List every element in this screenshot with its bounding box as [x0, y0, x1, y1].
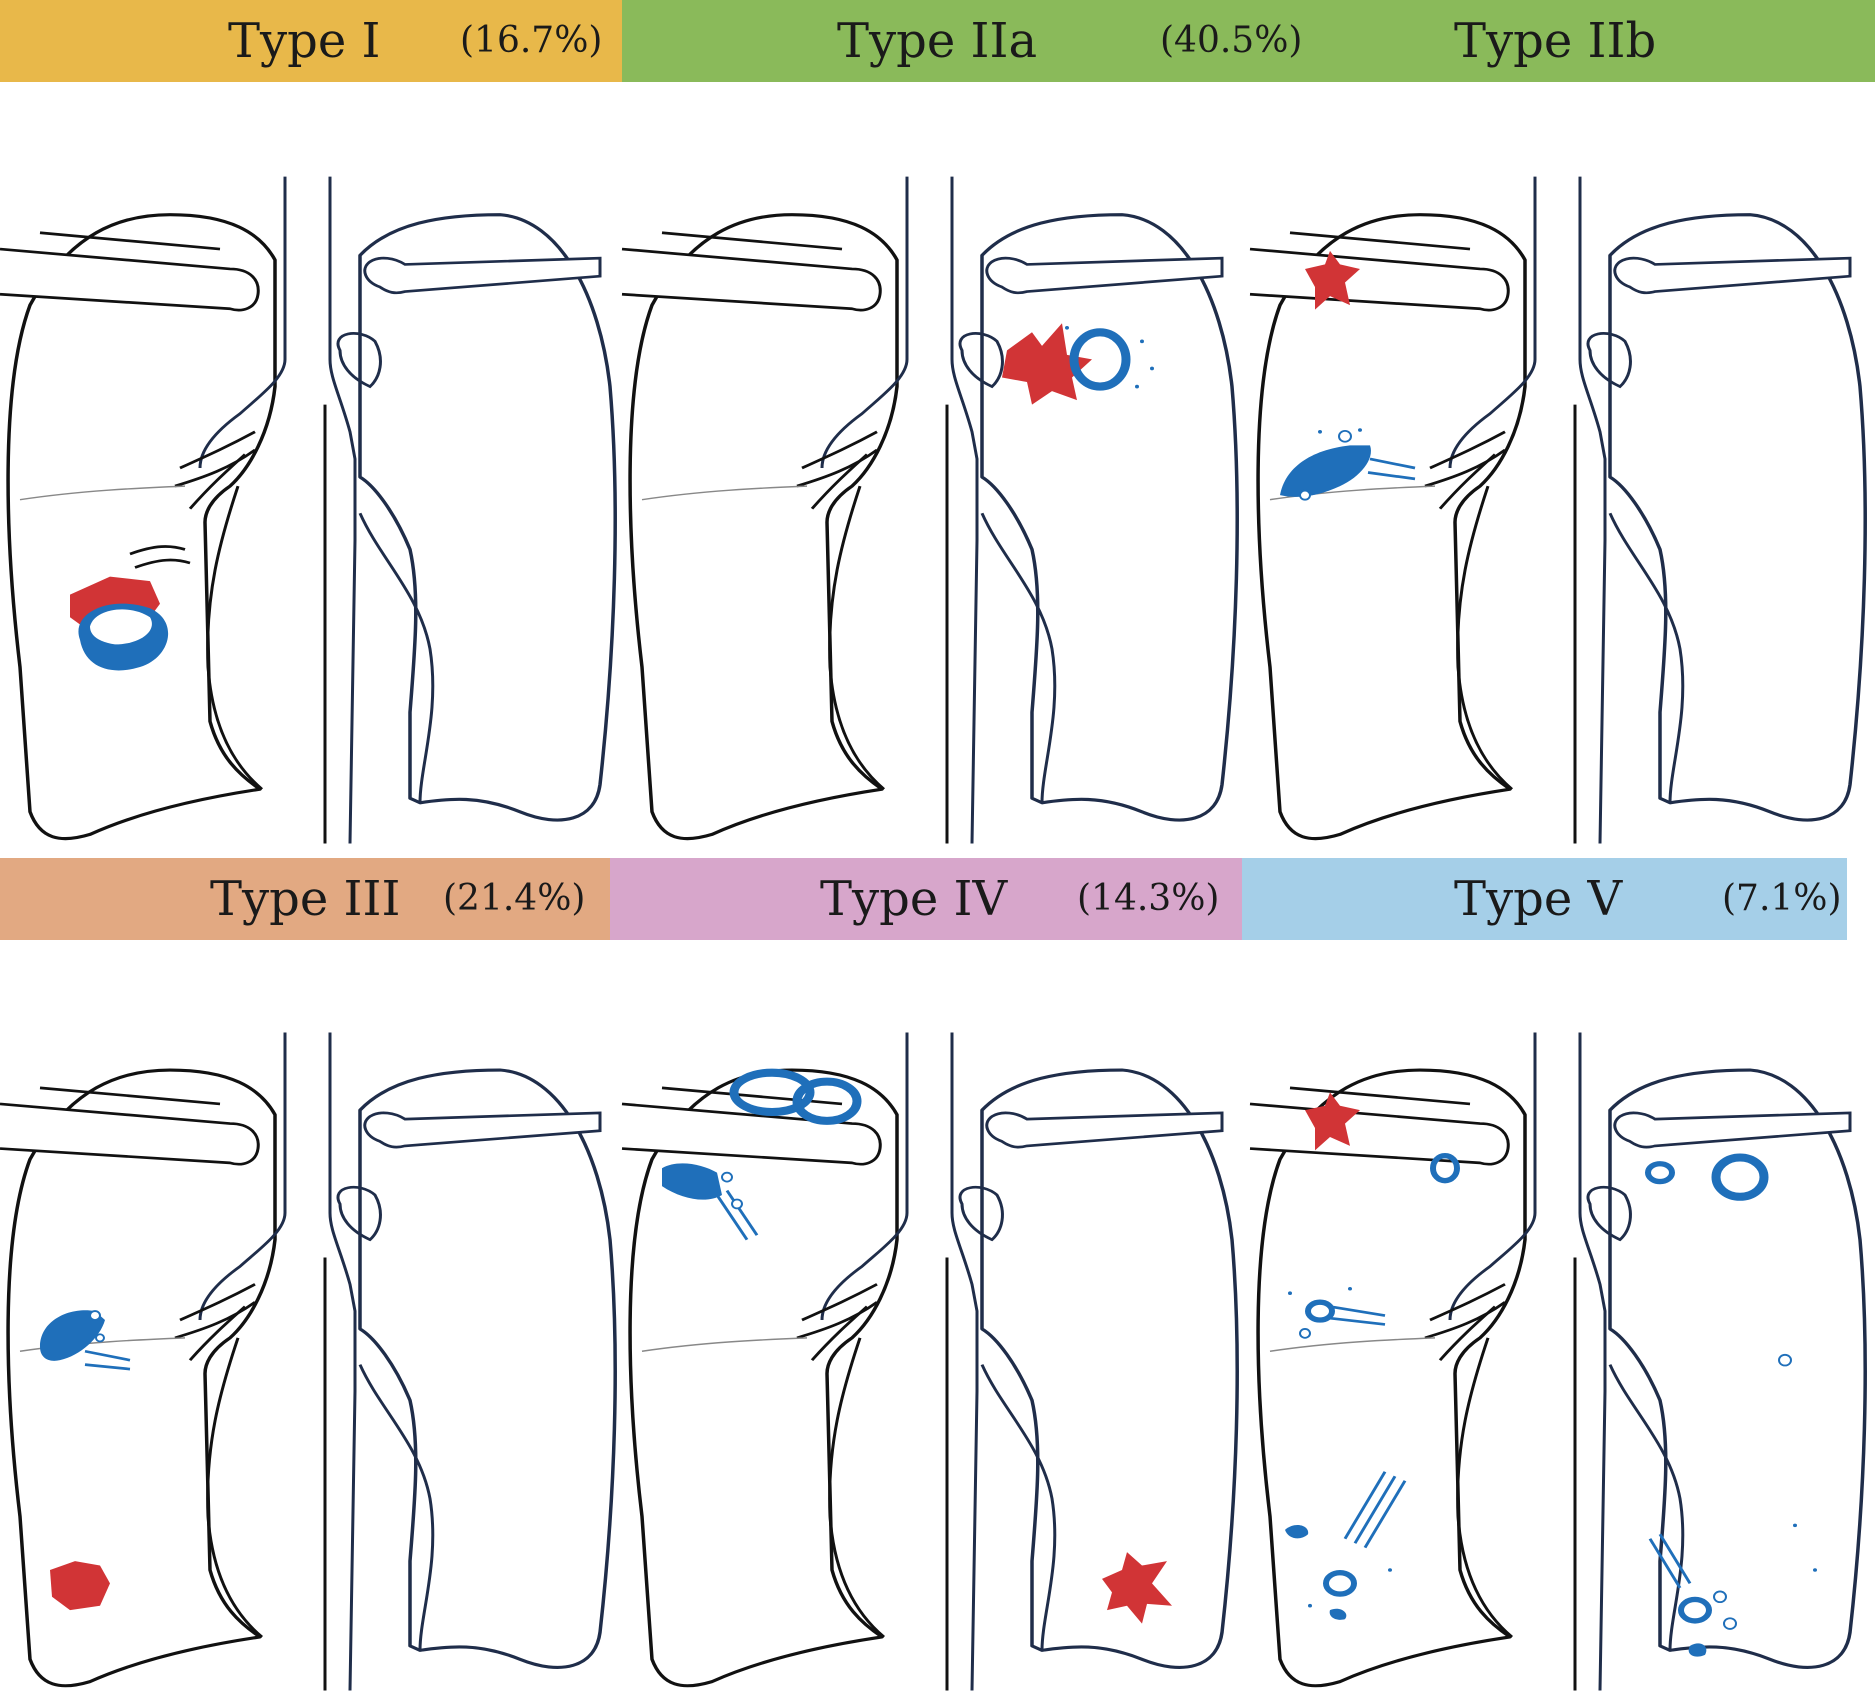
lung-diagram-type-iii — [0, 1030, 617, 1693]
tree-in-bud-lesion — [1648, 1353, 1817, 1657]
spiculated-nodule — [1305, 1092, 1360, 1151]
type-label: Type IIb — [1454, 13, 1657, 69]
type-label: Type IIa — [837, 13, 1038, 69]
type-label: Type V — [1454, 871, 1623, 927]
bronchiectasis-lesion — [40, 1310, 131, 1371]
type-percentage: (21.4%) — [443, 878, 586, 919]
lung-diagram-type-v — [1248, 1030, 1867, 1693]
type-label: Type III — [210, 871, 401, 927]
header-type-i: Type I (16.7%) — [0, 0, 622, 82]
lung-diagram-type-iib — [1248, 174, 1867, 846]
header-type-iv: Type IV (14.3%) — [610, 858, 1242, 940]
small-cavity — [1645, 1161, 1675, 1185]
type-percentage: (14.3%) — [1077, 878, 1220, 919]
type-label: Type IV — [820, 871, 1008, 927]
small-cavity — [1430, 1153, 1460, 1184]
cavitary-lesion — [729, 1068, 862, 1125]
solid-nodule — [50, 1561, 110, 1611]
cavitary-lesion — [1002, 323, 1154, 405]
bronchiectasis-lesion — [662, 1163, 759, 1241]
nodule-lesion — [1280, 250, 1416, 501]
header-type-v: Type V (7.1%) — [1242, 858, 1847, 940]
header-type-ii: Type IIa (40.5%) Type IIb — [622, 0, 1875, 82]
spiculated-nodule — [1102, 1552, 1172, 1624]
header-type-iii: Type III (21.4%) — [0, 858, 610, 940]
cavity — [1711, 1153, 1769, 1201]
lung-diagram-type-i — [0, 174, 617, 846]
bronchiectasis-lesion — [1288, 1286, 1386, 1339]
tree-in-bud-lesion — [1285, 1471, 1407, 1620]
type-percentage: (40.5%) — [1160, 20, 1303, 61]
type-percentage: (7.1%) — [1722, 878, 1842, 919]
lung-diagram-type-iia — [620, 174, 1239, 846]
cavitary-lesion — [70, 545, 191, 671]
type-percentage: (16.7%) — [460, 20, 603, 61]
lung-diagram-type-iv — [620, 1030, 1239, 1693]
type-label: Type I — [228, 13, 381, 69]
